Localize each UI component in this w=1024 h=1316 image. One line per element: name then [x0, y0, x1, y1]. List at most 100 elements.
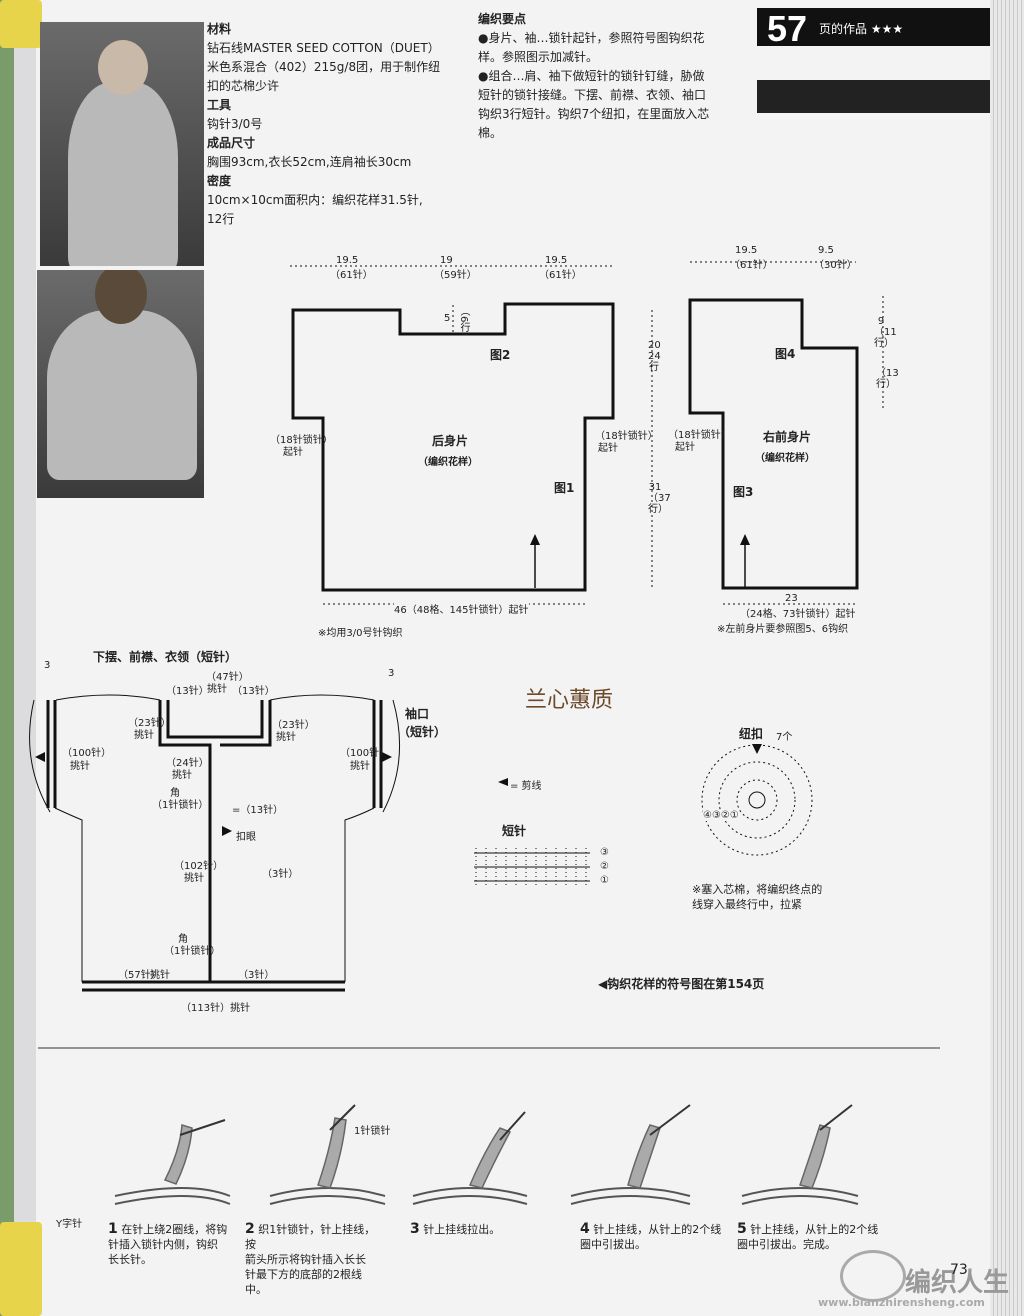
label-3-left: 3: [44, 660, 51, 671]
short-row-1: ①: [600, 875, 609, 886]
button-count: 7个: [776, 732, 793, 743]
front-left-side: （18针锁针）: [668, 430, 731, 441]
label-100-a: （100针）: [62, 748, 112, 759]
photo-front-view: [40, 22, 204, 266]
label-47: （47针）: [206, 672, 249, 683]
label-24-tiao: 挑针: [172, 770, 192, 781]
back-bottom: 46（48格、145针锁针）起针: [394, 601, 529, 616]
tutorial-step-2: 2 织1针锁针，针上挂线，按 箭头所示将钩针插入长长 针最下方的底部的2根线 中…: [245, 1221, 376, 1297]
button-note: ※塞入芯棉，将编织终点的 线穿入最终行中，拉紧: [692, 883, 823, 911]
short-row-2: ②: [600, 861, 609, 872]
tutorial-step-4: 4 针上挂线，从针上的2个线 圈中引拔出。: [580, 1221, 722, 1252]
label-23-a: （23针）: [128, 718, 171, 729]
gauge-line: 10cm×10cm面积内：编织花样31.5针,: [207, 193, 423, 207]
back-dim-3: 19.5: [545, 255, 568, 266]
back-right-side: （18针锁针）: [595, 431, 658, 442]
front-fig3: 图3: [733, 485, 754, 499]
label-102-tiao: 挑针: [184, 873, 204, 884]
back-note: ※均用3/0号针钩织: [318, 628, 403, 639]
footer-url: www.bianzhirensheng.com: [818, 1296, 985, 1309]
materials-line: 扣的芯棉少许: [207, 79, 280, 93]
back-neck: 5: [444, 313, 451, 324]
back-subtitle: （编织花样）: [418, 457, 478, 468]
back-rows-2: （59针）: [434, 270, 477, 281]
book-spine: [990, 0, 1024, 1316]
front-rows-2: （30针）: [814, 260, 857, 271]
page-edge: [14, 0, 36, 1316]
label-23-b-tiao: 挑针: [276, 732, 296, 743]
back-left-side-2: 起针: [283, 447, 303, 458]
materials-block: 材料 钻石线MASTER SEED COTTON（DUET） 米色系混合（402…: [207, 20, 477, 229]
label-100-b-tiao: 挑针: [350, 761, 370, 772]
photo-back-view: [37, 270, 204, 498]
points-title: 编织要点: [478, 12, 527, 26]
size-text: 胸围93cm,衣长52cm,连肩袖长30cm: [207, 155, 412, 169]
back-left-side: （18针锁针）: [270, 435, 333, 446]
short-row-3: ③: [600, 847, 609, 858]
y-stitch-label: Y字针: [56, 1219, 83, 1230]
footer-brand: 编织人生: [905, 1268, 1010, 1298]
page-number: 57: [767, 8, 808, 49]
size-title: 成品尺寸: [207, 136, 256, 150]
button-title: 纽扣: [739, 727, 764, 741]
back-rows-1: （61针）: [330, 270, 373, 281]
points-line: ●组合…肩、袖下做短针的锁针钉缝，胁做: [478, 69, 705, 83]
front-title: 右前身片: [763, 430, 812, 444]
label-113: （113针）挑针: [181, 1003, 251, 1014]
watermark-logo: 兰心蕙质: [525, 688, 614, 713]
back-right-side-2: 起针: [598, 443, 618, 454]
label-24: （24针）: [166, 758, 209, 769]
back-dim-2: 19: [440, 255, 453, 266]
label-jiao-1: 角: [170, 788, 180, 799]
points-line: 棉。: [478, 126, 503, 140]
label-100-b: （100针）: [340, 748, 390, 759]
short-stitch-title: 短针: [502, 824, 527, 838]
label-13-b: （13针）: [232, 686, 275, 697]
binder-clip-bottom: [0, 1222, 42, 1316]
label-3b: （3针）: [238, 970, 275, 981]
label-eq13: =（13针）: [232, 805, 284, 816]
points-line: 短针的锁针接缝。下摆、前襟、衣领、袖口: [478, 88, 707, 102]
materials-line: 钻石线MASTER SEED COTTON（DUET）: [207, 41, 440, 55]
label-102: （102针）: [174, 861, 224, 872]
label-57: （57针）: [118, 970, 161, 981]
front-subtitle: （编织花样）: [755, 453, 815, 464]
label-23-a-tiao: 挑针: [134, 730, 154, 741]
step2-tag: 1针锁针: [354, 1126, 391, 1137]
label-jiao-2-sub: （1针锁针）: [164, 946, 221, 957]
tutorial-step-5: 5 针上挂线，从针上的2个线 圈中引拔出。完成。: [737, 1221, 879, 1252]
sleeve-sub: （短针）: [398, 725, 447, 739]
front-dim-1: 19.5: [735, 245, 758, 256]
front-dim-2: 9.5: [818, 245, 834, 256]
page-number-footer: 73: [950, 1262, 968, 1278]
sleeve-title: 袖口: [405, 707, 430, 721]
points-line: ●身片、袖…锁针起针，参照符号图钩织花: [478, 31, 705, 45]
materials-line: 米色系混合（402）215g/8团，用于制作纽: [207, 60, 441, 74]
front-fig4: 图4: [775, 347, 796, 361]
footer-logo-icon: [840, 1250, 906, 1302]
header-label: 页的作品 ★★★: [819, 22, 904, 36]
label-100-a-tiao: 挑针: [70, 761, 90, 772]
front-bottom-dim: 23: [785, 593, 798, 604]
label-3-right: 3: [388, 668, 395, 679]
ref-note: ◀钩织花样的符号图在第154页: [598, 977, 765, 991]
materials-title: 材料: [207, 22, 232, 36]
points-line: 钩织3行短针。钩织7个纽扣，在里面放入芯: [478, 107, 710, 121]
front-rows-1: （61针）: [730, 260, 773, 271]
tools-title: 工具: [207, 98, 232, 112]
points-line: 样。参照图示加减针。: [478, 50, 599, 64]
back-rows-3: （61针）: [539, 270, 582, 281]
back-fig1: 图1: [554, 481, 575, 495]
header-band: [757, 80, 990, 113]
tools-text: 钩针3/0号: [207, 117, 263, 131]
tutorial-step-1: 1 在针上绕2圈线，将钩 针插入锁针内侧，钩织 长长针。: [108, 1221, 228, 1267]
legend-cut: = 剪线: [510, 781, 542, 792]
points-block: 编织要点 ●身片、袖…锁针起针，参照符号图钩织花 样。参照图示加减针。 ●组合……: [478, 10, 768, 143]
label-jiao-1-sub: （1针锁针）: [152, 800, 209, 811]
back-fig2: 图2: [490, 348, 511, 362]
